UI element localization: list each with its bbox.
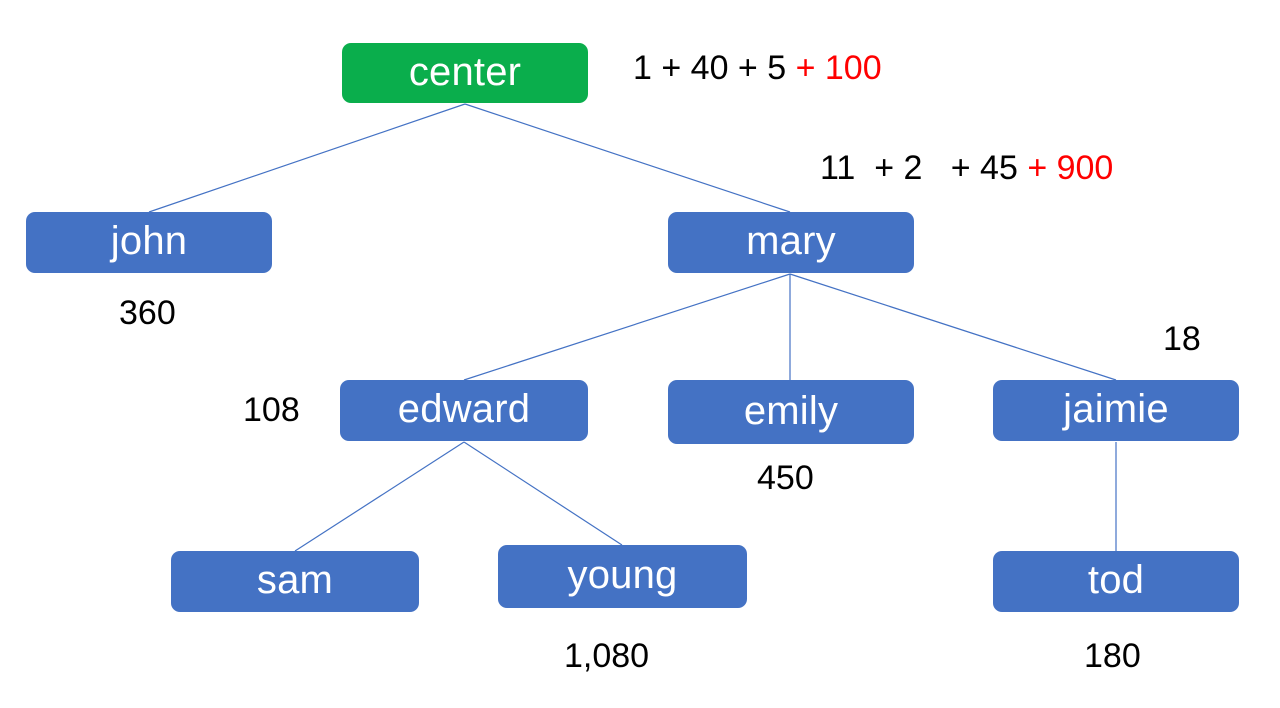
edge-edward-to-sam bbox=[294, 441, 465, 552]
mary-formula-part-0: 11 + 2 bbox=[820, 149, 923, 187]
node-emily[interactable]: emily bbox=[668, 380, 914, 444]
edge-center-to-mary bbox=[464, 103, 791, 213]
edward-value: 108 bbox=[243, 391, 300, 429]
center-formula-part-0: 1 + 40 bbox=[633, 49, 729, 87]
center-formula: 1 + 40 + 5 + 100 bbox=[633, 51, 882, 85]
john-value: 360 bbox=[119, 294, 176, 332]
mary-formula-part-1: + 45 bbox=[922, 149, 1028, 187]
jaimie-value: 18 bbox=[1163, 320, 1201, 358]
edge-mary-to-edward bbox=[463, 273, 791, 381]
node-edward[interactable]: edward bbox=[340, 380, 588, 441]
tod-value: 180 bbox=[1084, 637, 1141, 675]
node-label-john: john bbox=[110, 219, 188, 263]
node-label-jaimie: jaimie bbox=[1063, 387, 1169, 431]
node-young[interactable]: young bbox=[498, 545, 747, 608]
node-label-center: center bbox=[408, 49, 522, 94]
node-label-sam: sam bbox=[256, 558, 334, 602]
node-tod[interactable]: tod bbox=[993, 551, 1239, 612]
edge-mary-to-jaimie bbox=[789, 273, 1117, 381]
node-mary[interactable]: mary bbox=[668, 212, 914, 273]
node-label-tod: tod bbox=[1087, 558, 1145, 602]
edge-center-to-john bbox=[148, 103, 466, 213]
node-label-mary: mary bbox=[746, 219, 836, 263]
mary-formula-part-2: + 900 bbox=[1027, 149, 1114, 187]
node-label-edward: edward bbox=[397, 387, 531, 431]
node-label-emily: emily bbox=[743, 388, 839, 433]
node-sam[interactable]: sam bbox=[171, 551, 419, 612]
center-formula-part-2: + 100 bbox=[795, 49, 882, 87]
mary-formula: 11 + 2 + 45 + 900 bbox=[820, 151, 1113, 185]
edge-edward-to-young bbox=[463, 441, 623, 546]
node-center[interactable]: center bbox=[342, 43, 588, 103]
node-john[interactable]: john bbox=[26, 212, 272, 273]
center-formula-part-1: + 5 bbox=[728, 49, 796, 87]
node-label-young: young bbox=[567, 553, 678, 597]
emily-value: 450 bbox=[757, 459, 814, 497]
node-jaimie[interactable]: jaimie bbox=[993, 380, 1239, 441]
young-value: 1,080 bbox=[564, 637, 650, 675]
